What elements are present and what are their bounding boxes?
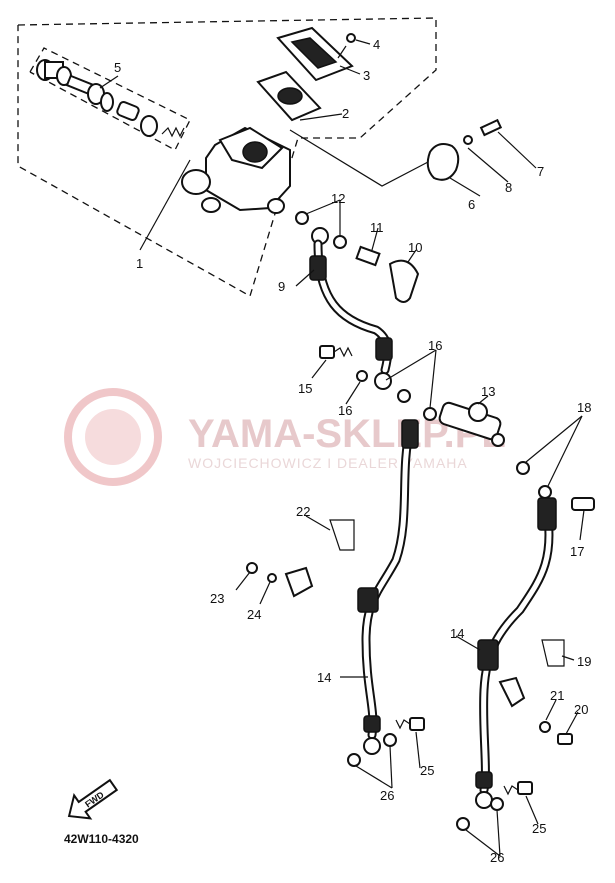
leader-lines xyxy=(99,39,585,857)
assembly-outline xyxy=(17,17,437,297)
right-lower-hose xyxy=(475,461,557,809)
callout-16-lower: 16 xyxy=(338,403,352,418)
callout-13: 13 xyxy=(481,384,495,399)
upper-brake-hose xyxy=(309,227,393,375)
callout-25-left: 25 xyxy=(420,763,434,778)
watermark-logo xyxy=(64,388,162,486)
diagram-code: 42W110-4320 xyxy=(64,832,139,846)
callout-10: 10 xyxy=(408,240,422,255)
bolt-15-washers-16 xyxy=(319,345,437,421)
callout-9: 9 xyxy=(278,279,285,294)
callout-19: 19 xyxy=(577,654,591,669)
bolt-17 xyxy=(571,497,595,511)
hose-clamp-right xyxy=(498,639,573,745)
callout-17: 17 xyxy=(570,544,584,559)
piston-kit xyxy=(29,47,191,151)
callout-16-upper: 16 xyxy=(428,338,442,353)
callout-14-right: 14 xyxy=(450,626,464,641)
reservoir-cover xyxy=(276,26,356,82)
callout-26-right: 26 xyxy=(490,850,504,865)
callout-24: 24 xyxy=(247,607,261,622)
union-parts-top xyxy=(295,211,420,303)
callout-7: 7 xyxy=(537,164,544,179)
callout-8: 8 xyxy=(505,180,512,195)
brake-hose-joint xyxy=(438,401,505,447)
callout-11: 11 xyxy=(370,220,384,235)
hose-clamp-left xyxy=(246,519,355,598)
callout-20: 20 xyxy=(574,702,588,717)
callout-18: 18 xyxy=(577,400,591,415)
callout-14-left: 14 xyxy=(317,670,331,685)
callout-1: 1 xyxy=(136,256,143,271)
watermark-subtitle: WOJCIECHOWICZ I DEALER YAMAHA xyxy=(188,455,468,471)
callout-25-right: 25 xyxy=(532,821,546,836)
callout-15: 15 xyxy=(298,381,312,396)
callout-26-left: 26 xyxy=(380,788,394,803)
watermark: YAMA-SKLEP.PL WOJCIECHOWICZ I DEALER YAM… xyxy=(64,388,506,486)
fwd-arrow-icon: FWD xyxy=(67,778,119,820)
callout-6: 6 xyxy=(468,197,475,212)
callout-22: 22 xyxy=(296,504,310,519)
callout-23: 23 xyxy=(210,591,224,606)
callout-12: 12 xyxy=(331,191,345,206)
callout-labels: 1 2 3 4 5 6 7 8 9 10 11 12 13 14 14 15 1… xyxy=(114,37,591,865)
leader-6 xyxy=(289,129,429,187)
left-lower-hose xyxy=(357,419,419,755)
callout-5: 5 xyxy=(114,60,121,75)
callout-3: 3 xyxy=(363,68,370,83)
callout-2: 2 xyxy=(342,106,349,121)
holder-bracket xyxy=(426,118,503,181)
master-cylinder-body xyxy=(181,126,291,214)
diaphragm xyxy=(256,70,322,122)
callout-21: 21 xyxy=(550,688,564,703)
callout-4: 4 xyxy=(373,37,380,52)
union-bolts-bottom xyxy=(347,717,533,831)
